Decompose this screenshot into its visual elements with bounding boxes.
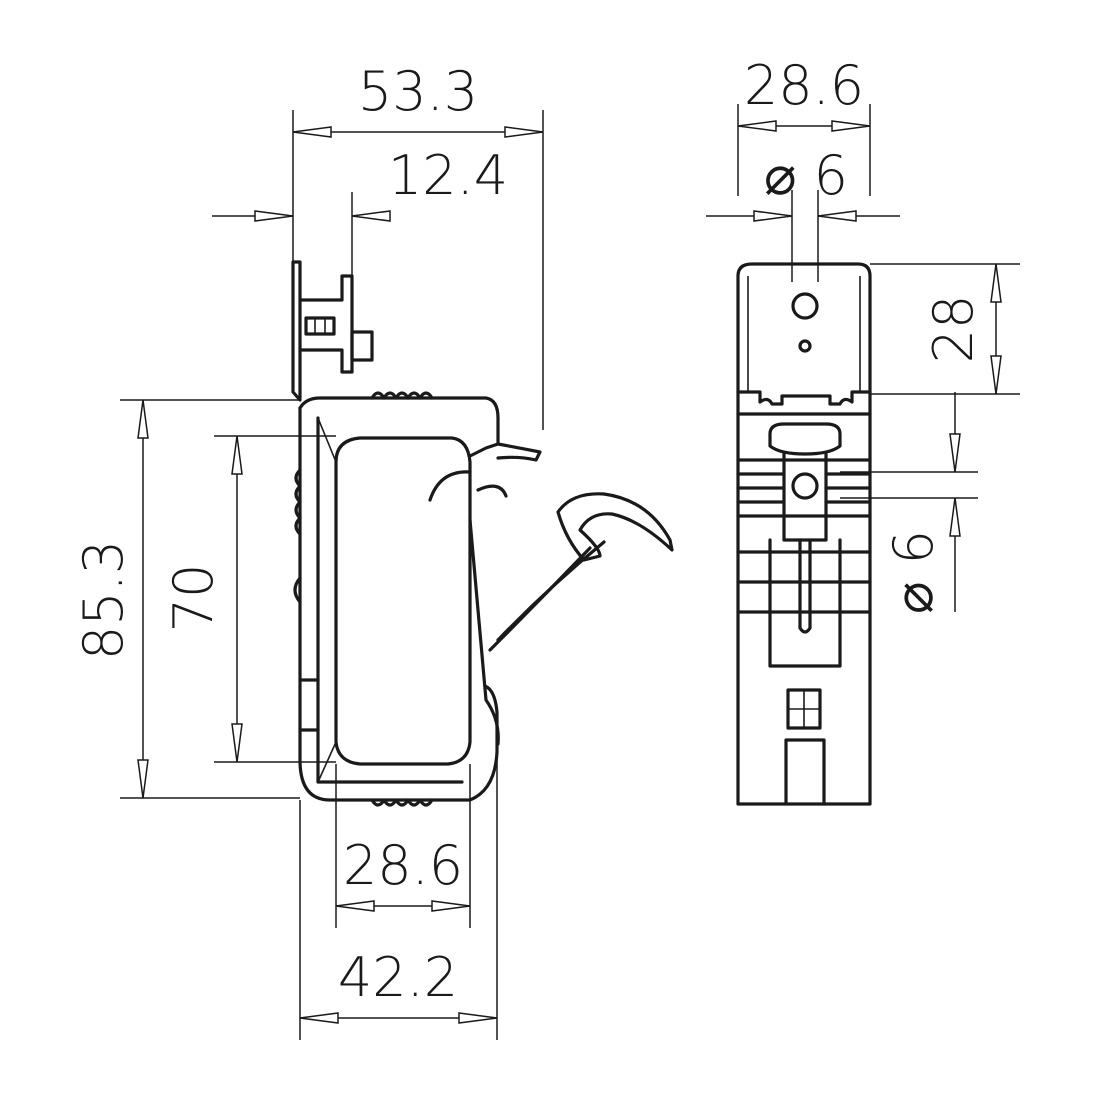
- dim-label-side-hole: ⌀ 6: [882, 530, 945, 614]
- dim-overall-width: 53.3: [292, 60, 544, 430]
- dim-overall-height: 85.3: [72, 399, 300, 799]
- dim-label-side-hole-top: ⌀ 6: [764, 144, 848, 207]
- dim-label-offset-width: 12.4: [388, 144, 508, 207]
- dim-inner-width: 28.6: [335, 764, 471, 928]
- dim-side-top-height: 28: [870, 263, 1020, 395]
- dim-label-inner-height: 70: [162, 564, 225, 633]
- dim-label-overall-height: 85.3: [72, 540, 135, 660]
- dim-side-hole-top: ⌀ 6: [706, 144, 900, 282]
- side-body: [736, 262, 872, 806]
- dim-side-hole: ⌀ 6: [840, 392, 978, 614]
- dim-label-base-width: 42.2: [338, 946, 458, 1009]
- dim-label-side-top-height: 28: [922, 295, 985, 364]
- cable-duct-body: [293, 391, 674, 807]
- dim-base-width: 42.2: [299, 752, 498, 1040]
- front-view: 53.3 12.4 85.3 70: [72, 60, 674, 1040]
- dim-offset-width: 12.4: [212, 144, 508, 276]
- dim-label-overall-width: 53.3: [358, 60, 478, 123]
- mounting-bracket: [291, 260, 374, 402]
- dim-label-inner-width: 28.6: [343, 834, 463, 897]
- side-view: 28.6 ⌀ 6 28 ⌀ 6: [706, 54, 1020, 806]
- dim-label-side-width: 28.6: [744, 54, 864, 117]
- dim-inner-height: 70: [162, 435, 336, 763]
- dim-side-width: 28.6: [737, 54, 871, 196]
